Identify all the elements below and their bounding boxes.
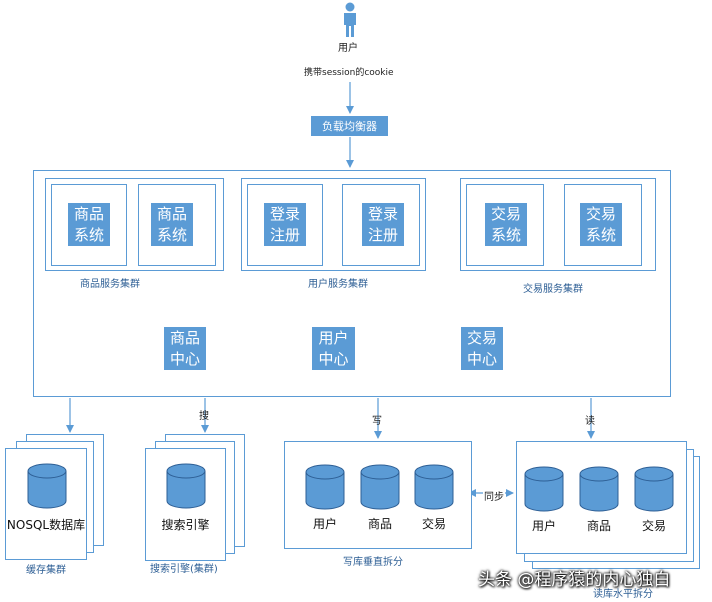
search-engine-db-icon	[166, 463, 206, 509]
login-register-2-line2: 注册	[367, 225, 398, 244]
trade-system-2-node: 交易 系统	[580, 203, 622, 246]
login-register-1-line2: 注册	[269, 225, 300, 244]
product-center-line2: 中心	[169, 349, 200, 368]
login-register-1-line1: 登录	[269, 204, 300, 223]
product-system-1-frame	[51, 184, 127, 266]
sync-label: 同步	[483, 488, 505, 503]
read-db-trade-label: 交易	[641, 519, 666, 533]
cache-cluster-caption: 缓存集群	[26, 565, 66, 576]
trade-center-node: 交易 中心	[461, 327, 503, 370]
trade-cluster-label: 交易服务集群	[523, 284, 583, 295]
trade-system-1-line2: 系统	[490, 225, 521, 244]
user-label: 用户	[338, 43, 358, 54]
load-balancer-label: 负载均衡器	[322, 120, 377, 133]
read-db-product-label: 商品	[586, 519, 611, 533]
read-db-product-icon	[579, 466, 619, 512]
login-register-2-node: 登录 注册	[362, 203, 404, 246]
write-db-trade-label: 交易	[421, 517, 446, 531]
write-db-user-icon	[305, 464, 345, 510]
trade-system-1-line1: 交易	[490, 204, 521, 223]
login-register-1-node: 登录 注册	[264, 203, 306, 246]
product-cluster-label: 商品服务集群	[80, 279, 140, 290]
read-db-user-label: 用户	[531, 519, 556, 533]
write-db-caption: 写库垂直拆分	[343, 557, 403, 568]
user-cluster-label: 用户服务集群	[308, 279, 368, 290]
write-db-trade-icon	[414, 464, 454, 510]
trade-system-2-line1: 交易	[585, 204, 616, 223]
search-engine-label: 搜索引擎	[161, 518, 210, 532]
user-center-line1: 用户	[318, 328, 349, 347]
watermark: 头条 @程序猿的内心独白	[478, 570, 671, 590]
trade-system-2-line2: 系统	[585, 225, 616, 244]
read-db-user-icon	[524, 466, 564, 512]
nosql-db-label: NOSQL数据库	[6, 518, 86, 532]
product-system-2-line2: 系统	[156, 225, 187, 244]
trade-center-line2: 中心	[466, 349, 497, 368]
product-center-line1: 商品	[169, 328, 200, 347]
read-db-trade-icon	[634, 466, 674, 512]
search-arrow-label: 搜	[199, 411, 209, 422]
cookie-note: 携带session的cookie	[304, 68, 394, 78]
write-db-product-label: 商品	[367, 517, 392, 531]
user-center-node: 用户 中心	[312, 327, 355, 370]
read-arrow-label: 读	[585, 416, 595, 427]
write-db-product-icon	[360, 464, 400, 510]
login-register-2-line1: 登录	[367, 204, 398, 223]
product-system-2-line1: 商品	[156, 204, 187, 223]
nosql-database-icon	[27, 463, 67, 509]
product-system-1-node: 商品 系统	[68, 203, 110, 246]
product-system-1-line2: 系统	[73, 225, 104, 244]
product-system-1-line1: 商品	[73, 204, 104, 223]
trade-system-1-node: 交易 系统	[485, 203, 527, 246]
search-cluster-caption: 搜索引擎(集群)	[150, 564, 218, 575]
user-center-line2: 中心	[318, 349, 349, 368]
read-db-caption: 读库水平拆分	[593, 589, 653, 600]
write-arrow-label: 写	[372, 416, 382, 427]
user-person-icon	[344, 2, 356, 37]
write-db-user-label: 用户	[312, 517, 337, 531]
product-system-2-node: 商品 系统	[151, 203, 193, 246]
trade-center-line1: 交易	[466, 328, 497, 347]
product-center-node: 商品 中心	[164, 327, 206, 370]
load-balancer-node: 负载均衡器	[311, 116, 388, 136]
